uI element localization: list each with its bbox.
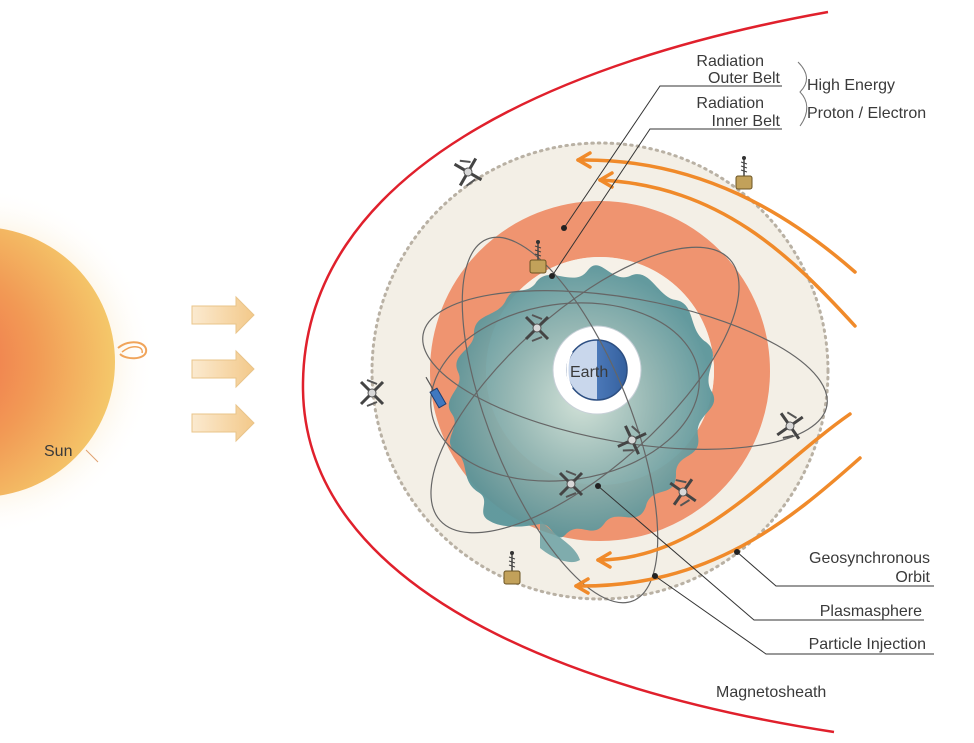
leader-particle-injection (654, 575, 934, 655)
magnetopause-boundary (301, 10, 835, 734)
solar-wind-arrow (191, 295, 255, 335)
label-geosynchronous-2: Orbit (895, 569, 930, 586)
label-outer-belt-2: Outer Belt (708, 70, 781, 87)
label-earth: Earth (570, 364, 608, 381)
injection-path (596, 412, 852, 562)
leader-outer-belt (563, 85, 782, 229)
leader-plasmasphere (597, 485, 924, 621)
leader-dots (549, 225, 740, 579)
leader-lines (551, 61, 934, 655)
solar-prominence (117, 341, 148, 360)
plasmasphere-plume (540, 520, 580, 563)
label-inner-belt-2: Inner Belt (712, 113, 781, 130)
probe-icon (735, 155, 753, 190)
injection-path (598, 178, 857, 328)
injection-path (574, 456, 862, 588)
orbit-ellipse (461, 236, 659, 604)
sun-disk (0, 228, 115, 496)
label-sun: Sun (44, 443, 72, 460)
label-inner-belt-1: Radiation (696, 95, 764, 112)
orbit-ellipse (422, 290, 828, 450)
label-particle-injection: Particle Injection (809, 636, 926, 653)
leader-inner-belt (551, 128, 782, 277)
sun (0, 188, 155, 536)
label-magnetosheath: Magnetosheath (716, 684, 826, 701)
injection-path (576, 158, 857, 274)
sun-flare-mark (85, 449, 99, 463)
geosynchronous-orbit-ring (370, 141, 830, 601)
label-high-energy-2: Proton / Electron (807, 105, 926, 122)
label-outer-belt-1: Radiation (696, 53, 764, 70)
solar-wind-arrow (191, 403, 255, 443)
solar-wind-arrow (191, 349, 255, 389)
label-high-energy-1: High Energy (807, 77, 895, 94)
particle-injection-arrows (574, 151, 862, 595)
probe-icon (425, 376, 447, 409)
earth (552, 325, 642, 415)
satellite-orbits (422, 236, 828, 604)
label-geosynchronous-1: Geosynchronous (809, 550, 930, 567)
leader-geosynchronous (736, 551, 934, 587)
solar-wind-arrows (191, 295, 255, 443)
label-plasmasphere: Plasmasphere (820, 603, 922, 620)
